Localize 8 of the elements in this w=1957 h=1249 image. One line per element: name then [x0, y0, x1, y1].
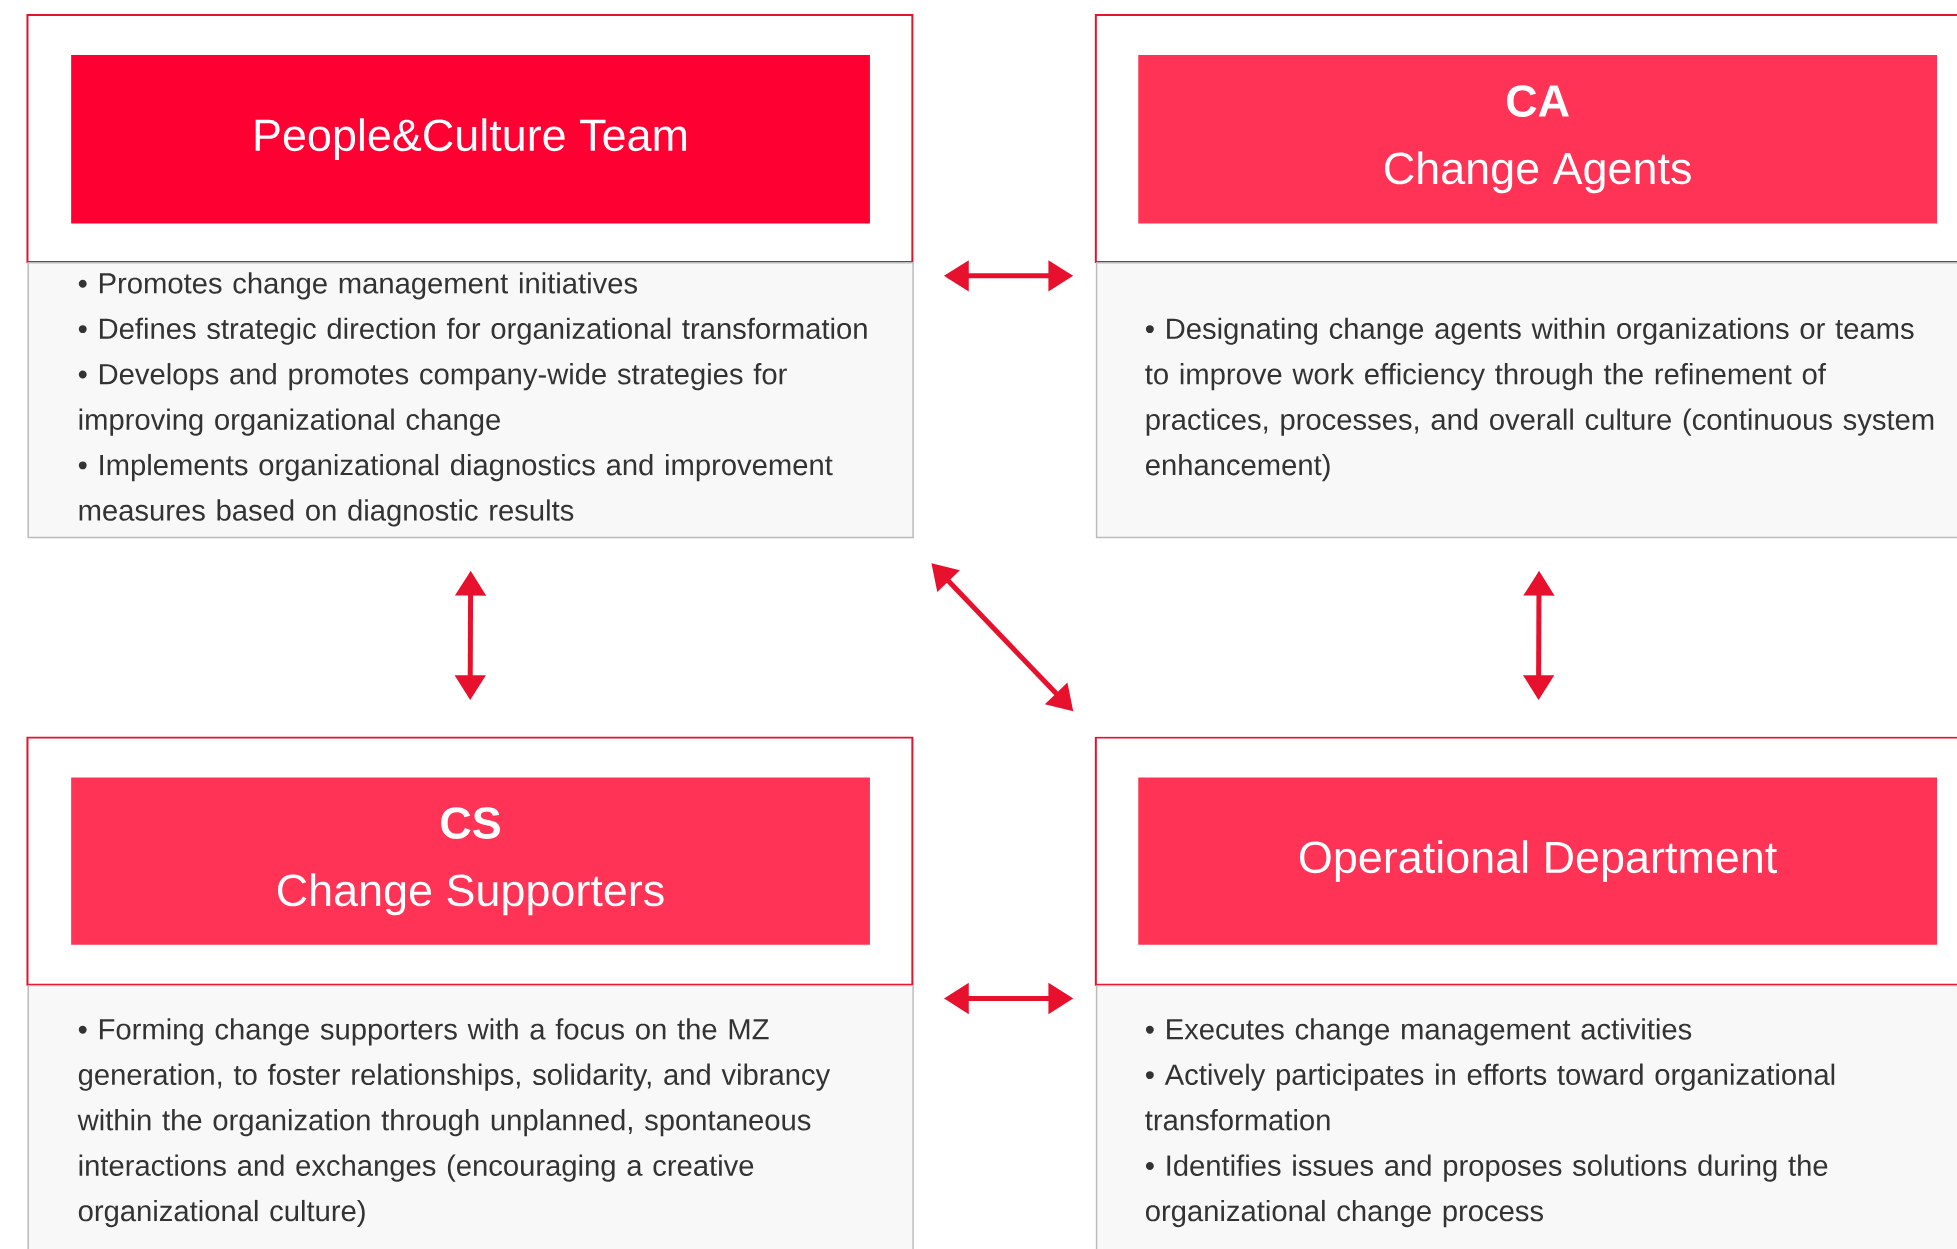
header-box: People&Culture Team — [71, 54, 870, 224]
text-panel: • Designating change agents within organizations or teams to improve work efficiency through the refinement of practices, processes, and overall culture (continuous system enhancement) — [1095, 261, 1957, 538]
text-panel: • Promotes change management initiatives • Defines strategic direction for organizational transformation • Develops and promotes company-wide strategies for improving organizational change • Implements organizational diagnostics and improvement measures based on diagnostic results — [27, 261, 914, 538]
text-panel: • Executes change management activities • Actively participates in efforts toward organizational transformation • Identifies issues and proposes solutions during the organizational change process — [1095, 984, 1957, 1249]
header-box: Operational Department — [1138, 777, 1938, 945]
header-box: CS Change Supporters — [71, 777, 870, 945]
header-box: CA Change Agents — [1138, 54, 1938, 224]
text-panel: • Forming change supporters with a focus on the MZ generation, to foster relationships, solidarity, and vibrancy within the organization through unplanned, spontaneous interactions and exchanges (encouraging a creative organizational culture) — [27, 984, 914, 1249]
